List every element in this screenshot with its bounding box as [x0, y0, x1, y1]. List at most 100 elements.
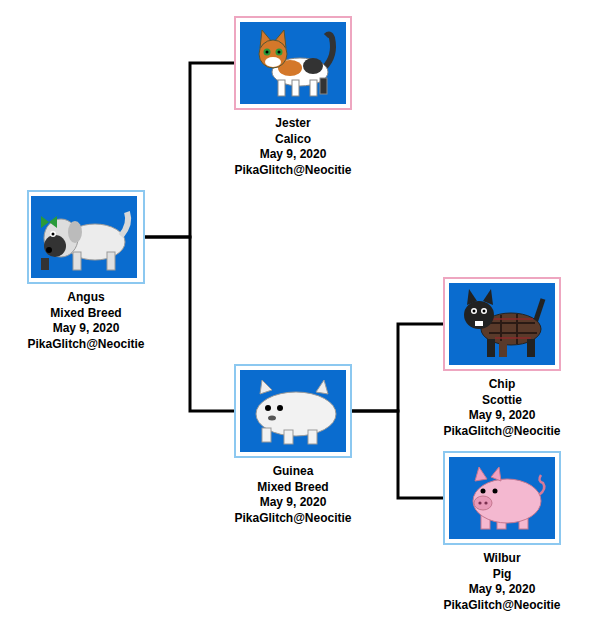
- angus-picture-part: [50, 231, 56, 237]
- pet-caption: WilburPigMay 9, 2020PikaGlitch@Neocitie: [418, 551, 586, 613]
- wilbur-picture: [445, 453, 559, 543]
- chip-picture-part: [487, 339, 495, 357]
- guinea-picture-part: [284, 430, 293, 444]
- wilbur-picture-part: [491, 467, 501, 481]
- pet-detail: PikaGlitch@Neocitie: [2, 337, 170, 353]
- pet-card: JesterCalicoMay 9, 2020PikaGlitch@Neocit…: [209, 16, 377, 178]
- angus-picture-part: [73, 252, 81, 270]
- jester-picture-part: [276, 49, 283, 56]
- chip-picture-part: [471, 308, 477, 314]
- pet-detail: May 9, 2020: [418, 582, 586, 598]
- chip-picture-part: [499, 341, 507, 357]
- pet-name: Wilbur: [418, 551, 586, 567]
- chip-picture-part: [493, 319, 533, 338]
- wilbur-picture-part: [478, 501, 481, 504]
- guinea-picture-part: [277, 405, 283, 411]
- pet-detail: Calico: [209, 132, 377, 148]
- angus-picture-part: [121, 212, 128, 236]
- jester-picture-part: [264, 49, 271, 56]
- pet-caption: JesterCalicoMay 9, 2020PikaGlitch@Neocit…: [209, 116, 377, 178]
- chip-picture-part: [464, 301, 494, 329]
- pet-detail: May 9, 2020: [209, 495, 377, 511]
- wilbur-picture-part: [475, 467, 487, 481]
- jester-picture-part: [259, 30, 333, 96]
- angus-picture-part: [41, 258, 49, 270]
- pet-detail: Mixed Breed: [2, 306, 170, 322]
- pet-detail: May 9, 2020: [209, 147, 377, 163]
- pedigree-line: [145, 63, 234, 237]
- pet-card: AngusMixed BreedMay 9, 2020PikaGlitch@Ne…: [2, 190, 170, 352]
- pet-detail: Mixed Breed: [209, 480, 377, 496]
- jester-picture-part: [324, 34, 333, 68]
- pet-caption: AngusMixed BreedMay 9, 2020PikaGlitch@Ne…: [2, 290, 170, 352]
- angus-picture-part: [31, 196, 137, 278]
- jester-picture-part: [266, 51, 269, 54]
- pet-detail: May 9, 2020: [2, 321, 170, 337]
- wilbur-picture-part: [539, 475, 544, 495]
- pet-caption: ChipScottieMay 9, 2020PikaGlitch@Neociti…: [418, 377, 586, 439]
- wilbur-picture-part: [473, 467, 544, 529]
- pet-detail: May 9, 2020: [418, 408, 586, 424]
- angus-picture-part: [27, 192, 141, 282]
- guinea-picture-part: [268, 416, 276, 421]
- wilbur-picture-part: [474, 496, 492, 510]
- angus-picture-part: [52, 233, 55, 236]
- pet-detail: Scottie: [418, 393, 586, 409]
- guinea-picture-part: [316, 380, 328, 394]
- jester-picture-part: [310, 80, 317, 96]
- guinea-picture: [236, 366, 350, 456]
- jester-picture-part: [303, 58, 323, 74]
- wilbur-picture-part: [449, 457, 555, 539]
- jester-picture: [236, 18, 350, 108]
- angus-picture-part: [46, 247, 52, 253]
- pet-name: Jester: [209, 116, 377, 132]
- wilbur-picture-part: [484, 501, 487, 504]
- chip-picture-part: [445, 279, 559, 369]
- jester-picture-part: [259, 40, 287, 68]
- guinea-picture-part: [236, 366, 350, 456]
- jester-picture-part: [278, 80, 285, 96]
- jester-picture-part: [265, 57, 281, 67]
- chip-picture: [445, 279, 559, 369]
- picture-frame: [443, 277, 561, 371]
- chip-picture-part: [464, 289, 543, 357]
- guinea-picture-part: [256, 380, 336, 444]
- wilbur-picture-part: [445, 453, 559, 543]
- jester-picture-part: [278, 51, 281, 54]
- pet-name: Chip: [418, 377, 586, 393]
- angus-picture-part: [44, 235, 66, 257]
- picture-frame: [234, 16, 352, 110]
- wilbur-picture-part: [493, 489, 498, 494]
- chip-picture-part: [527, 339, 535, 357]
- chip-picture-part: [483, 310, 486, 313]
- jester-picture-part: [236, 18, 350, 108]
- chip-picture-part: [535, 299, 543, 323]
- angus-picture: [27, 192, 141, 282]
- angus-picture-part: [41, 212, 128, 270]
- chip-picture-part: [449, 283, 555, 365]
- chip-picture-part: [475, 321, 483, 326]
- jester-picture-part: [320, 78, 327, 94]
- guinea-picture-part: [260, 380, 272, 394]
- jester-picture-part: [240, 22, 346, 104]
- angus-picture-part: [107, 252, 115, 270]
- guinea-picture-part: [265, 405, 271, 411]
- pet-caption: GuineaMixed BreedMay 9, 2020PikaGlitch@N…: [209, 464, 377, 526]
- picture-frame: [27, 190, 145, 284]
- pet-detail: Pig: [418, 567, 586, 583]
- guinea-picture-part: [308, 430, 317, 444]
- pet-card: ChipScottieMay 9, 2020PikaGlitch@Neociti…: [418, 277, 586, 439]
- picture-frame: [234, 364, 352, 458]
- pet-detail: PikaGlitch@Neocitie: [209, 511, 377, 527]
- guinea-picture-part: [240, 370, 346, 452]
- pedigree-line: [352, 324, 443, 411]
- wilbur-picture-part: [481, 489, 486, 494]
- jester-picture-part: [292, 80, 299, 96]
- pet-detail: PikaGlitch@Neocitie: [418, 424, 586, 440]
- chip-picture-part: [473, 310, 476, 313]
- picture-frame: [443, 451, 561, 545]
- pet-name: Guinea: [209, 464, 377, 480]
- pet-card: GuineaMixed BreedMay 9, 2020PikaGlitch@N…: [209, 364, 377, 526]
- angus-picture-part: [41, 216, 57, 228]
